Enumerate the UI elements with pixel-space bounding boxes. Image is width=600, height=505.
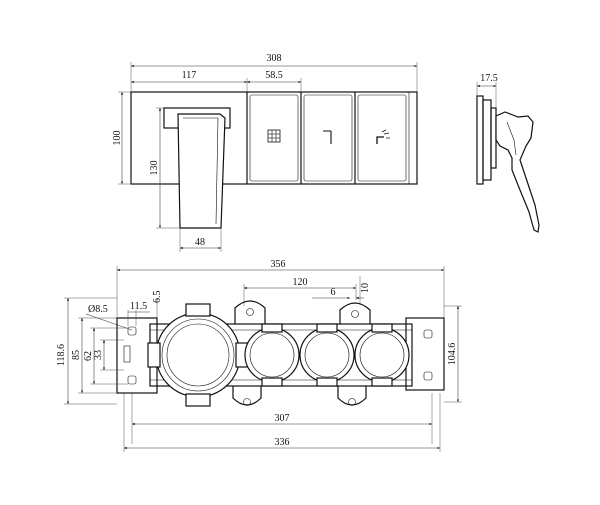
tub-spout-icon (376, 129, 390, 144)
dim-130: 130 (149, 161, 160, 176)
dim-6: 6 (331, 287, 336, 298)
main-cartridge (155, 312, 241, 398)
valve-body-view: 356 120 6 10 Ø8.5 11.5 6.5 118.6 85 (56, 259, 462, 452)
port-3 (354, 323, 410, 387)
dim-336: 336 (275, 437, 290, 448)
dim-100: 100 (112, 131, 123, 146)
dim-58-5: 58.5 (265, 70, 283, 81)
front-view: 308 117 58.5 100 130 48 (112, 53, 418, 252)
dim-10: 10 (360, 283, 371, 293)
button-hand-shower (303, 94, 353, 182)
dim-33: 33 (93, 350, 104, 360)
dim-17-5: 17.5 (480, 73, 498, 84)
side-view: 17.5 (476, 73, 540, 233)
port-1 (244, 323, 300, 387)
dim-356: 356 (271, 259, 286, 270)
dim-308: 308 (267, 53, 282, 64)
front-handle (177, 113, 226, 229)
dim-hole-diameter: Ø8.5 (88, 304, 108, 315)
port-2 (299, 323, 355, 387)
button-spout (357, 94, 407, 182)
dim-6-5: 6.5 (152, 291, 163, 304)
dim-117: 117 (182, 70, 197, 81)
dim-85: 85 (71, 350, 82, 360)
button-shower (249, 94, 299, 182)
dim-118-6: 118.6 (56, 344, 67, 366)
hand-shower-icon (323, 130, 332, 144)
dim-104-6: 104.6 (447, 343, 458, 366)
shower-head-icon (267, 129, 281, 143)
dim-48: 48 (195, 237, 205, 248)
side-handle (495, 111, 540, 233)
dim-11-5: 11.5 (130, 301, 147, 312)
dim-120: 120 (293, 277, 308, 288)
dim-62: 62 (83, 351, 94, 361)
dim-307: 307 (275, 413, 290, 424)
front-faceplate (130, 91, 418, 185)
